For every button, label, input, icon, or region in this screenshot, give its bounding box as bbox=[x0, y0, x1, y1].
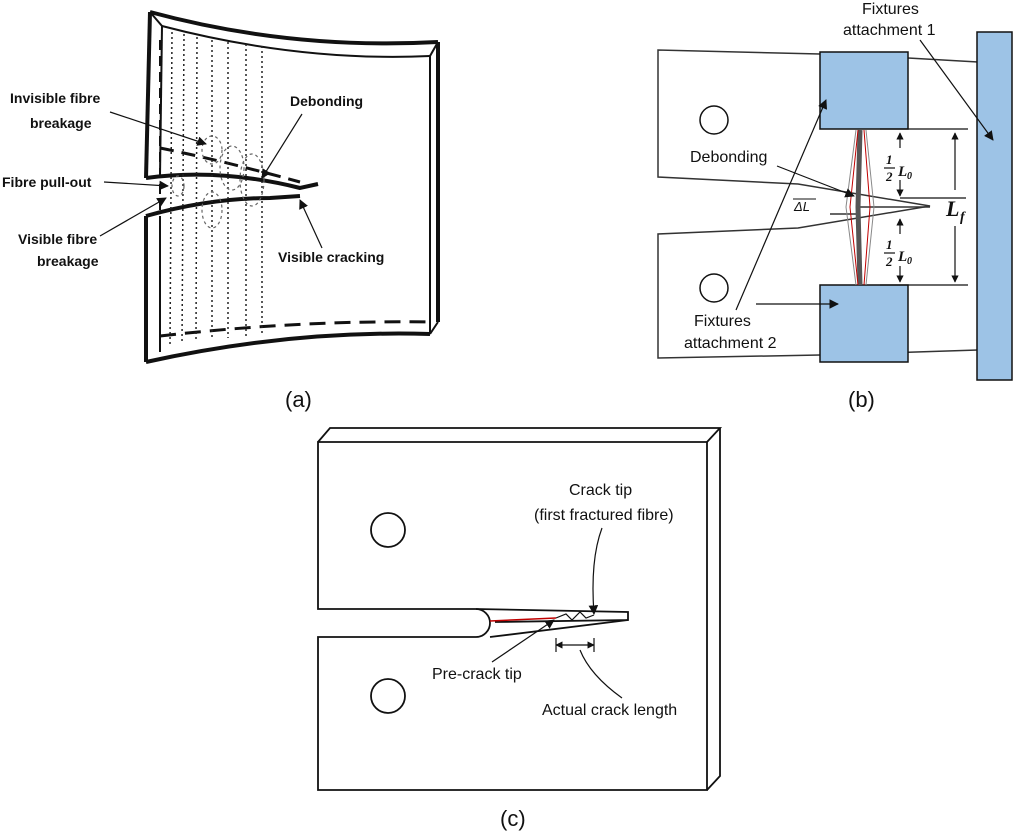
half-l0-bottom-sym: L bbox=[897, 249, 907, 265]
hole-b-upper bbox=[699, 105, 729, 135]
arrow-visible-cracking bbox=[299, 199, 323, 249]
arrow-fixtures-attachment-2-to-top bbox=[735, 99, 828, 311]
fibre-bridging-a bbox=[171, 135, 265, 229]
label-debonding-a: Debonding bbox=[290, 93, 363, 109]
lf-subscript: f bbox=[960, 210, 966, 225]
half-l0-top-sym: L bbox=[897, 164, 907, 180]
crack-zigzag bbox=[555, 611, 595, 621]
arrow-debonding-b bbox=[776, 165, 855, 198]
fibres-a bbox=[169, 31, 263, 346]
label-delta-l: ΔL bbox=[793, 199, 810, 214]
pre-crack-red-line bbox=[489, 617, 557, 622]
half-l0-top-num: 1 bbox=[886, 152, 893, 167]
label-actual-crack-length: Actual crack length bbox=[542, 702, 677, 719]
arrow-debonding-a bbox=[261, 113, 303, 179]
dimension-lines-b bbox=[880, 128, 968, 286]
half-l0-bottom-den: 2 bbox=[885, 254, 893, 269]
hole-c-lower bbox=[370, 678, 406, 714]
half-l0-top-sub: 0 bbox=[907, 171, 912, 182]
fixture-attachment-2-bottom bbox=[819, 284, 909, 363]
label-fibre-pull-out: Fibre pull-out bbox=[2, 174, 92, 190]
label-fixtures-attachment-1-line2: attachment 1 bbox=[843, 22, 936, 39]
fixture-rail bbox=[976, 31, 1013, 381]
arrow-pre-crack-tip bbox=[491, 619, 555, 663]
crack-length-dimension bbox=[555, 638, 623, 699]
arrow-visible-fibre-breakage bbox=[99, 197, 167, 237]
specimen-b-outline bbox=[657, 49, 979, 359]
caption-a: (a) bbox=[285, 387, 312, 412]
label-invisible-fibre-breakage-line2: breakage bbox=[30, 115, 92, 131]
label-crack-tip-line1: Crack tip bbox=[569, 482, 632, 499]
half-l0-top-den: 2 bbox=[885, 169, 893, 184]
label-fixtures-attachment-2-line1: Fixtures bbox=[694, 313, 751, 330]
label-crack-tip-line2: (first fractured fibre) bbox=[534, 507, 674, 524]
specimen-c-body bbox=[317, 427, 723, 791]
panel-b: 1 2 L 0 1 2 L 0 L f ΔL Fixtures attachme… bbox=[657, 1, 1013, 412]
caption-b: (b) bbox=[848, 387, 875, 412]
arrow-crack-tip bbox=[588, 527, 603, 615]
hole-b-lower bbox=[699, 273, 729, 303]
label-visible-fibre-breakage-line2: breakage bbox=[37, 253, 99, 269]
label-fixtures-attachment-1-line1: Fixtures bbox=[862, 1, 919, 18]
label-visible-fibre-breakage-line1: Visible fibre bbox=[18, 231, 97, 247]
arrow-fibre-pull-out bbox=[103, 180, 169, 191]
label-debonding-b: Debonding bbox=[690, 149, 767, 166]
lf-symbol: L bbox=[945, 196, 959, 221]
label-invisible-fibre-breakage-line1: Invisible fibre bbox=[10, 90, 100, 106]
half-l0-bottom-num: 1 bbox=[886, 237, 893, 252]
hole-c-upper bbox=[370, 512, 406, 548]
label-visible-cracking: Visible cracking bbox=[278, 249, 384, 265]
caption-c: (c) bbox=[500, 806, 526, 831]
label-pre-crack-tip: Pre-crack tip bbox=[432, 666, 522, 683]
arrow-invisible-fibre-breakage bbox=[109, 111, 207, 146]
panel-a: Invisible fibre breakage Debonding Fibre… bbox=[2, 10, 440, 412]
fibre-bundle-b bbox=[845, 129, 875, 286]
arrow-fixtures-attachment-1 bbox=[919, 39, 994, 141]
half-l0-bottom-sub: 0 bbox=[907, 256, 912, 267]
fixture-attachment-1-top bbox=[819, 51, 909, 130]
specimen-a-body bbox=[144, 10, 440, 364]
panel-c: Crack tip (first fractured fibre) Pre-cr… bbox=[317, 427, 723, 831]
label-fixtures-attachment-2-line2: attachment 2 bbox=[684, 335, 777, 352]
